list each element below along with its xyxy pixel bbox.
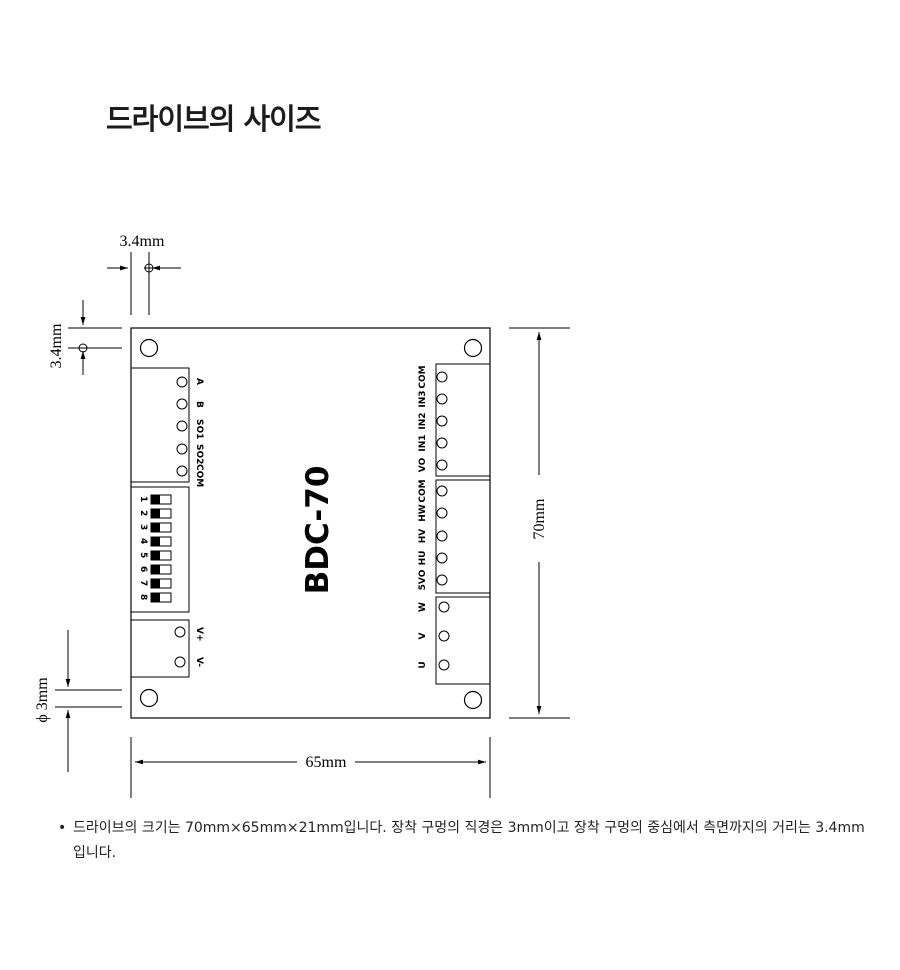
- drive-dimension-diagram: A B SO1 SO2 COM 1 2 3 4 5 6 7 8: [34, 233, 570, 798]
- svg-text:V: V: [418, 632, 428, 639]
- svg-text:U: U: [418, 661, 428, 668]
- mount-hole-bottom-left: [139, 688, 159, 708]
- svg-text:4: 4: [138, 538, 148, 544]
- svg-text:HV: HV: [418, 529, 428, 544]
- model-name: BDC-70: [300, 466, 336, 595]
- svg-text:HW: HW: [418, 504, 428, 522]
- right-terminal-2-pins: [436, 485, 448, 586]
- dim-height: [509, 327, 570, 719]
- mount-hole-top-left: [139, 338, 159, 358]
- dim-width: [130, 737, 491, 798]
- dim-hole-diameter: [55, 630, 122, 772]
- dim-width-label: 65mm: [306, 754, 347, 771]
- right-terminal-3-pins: [438, 601, 450, 671]
- dim-height-label: 70mm: [531, 498, 548, 539]
- right-terminal-3-labels: W V U: [418, 602, 428, 669]
- svg-text:5VO: 5VO: [418, 569, 428, 590]
- dim-hole-offset-top-label: 3.4mm: [120, 233, 165, 250]
- right-terminal-block-1: [435, 363, 491, 477]
- svg-text:V+: V+: [194, 627, 204, 642]
- note-item: 드라이브의 크기는 70mm×65mm×21mm입니다. 장착 구멍의 직경은 …: [58, 816, 868, 866]
- dip-switch-block: [130, 486, 190, 613]
- dim-hole-diameter-label: ϕ 3mm: [34, 677, 51, 723]
- dim-hole-offset-top: [107, 252, 181, 315]
- svg-text:COM: COM: [418, 365, 428, 388]
- svg-text:2: 2: [138, 510, 148, 516]
- left-terminal-block-2: [130, 619, 190, 678]
- svg-text:3: 3: [138, 524, 148, 530]
- notes-list: 드라이브의 크기는 70mm×65mm×21mm입니다. 장착 구멍의 직경은 …: [58, 816, 868, 866]
- svg-text:1: 1: [138, 496, 148, 502]
- dim-hole-offset-left-label: 3.4mm: [48, 323, 65, 368]
- svg-text:5: 5: [138, 552, 148, 558]
- right-terminal-block-3: [435, 596, 491, 685]
- svg-text:8: 8: [138, 594, 148, 600]
- dim-hole-offset-left: [68, 300, 122, 375]
- page-title: 드라이브의 사이즈: [106, 102, 322, 136]
- svg-text:IN2: IN2: [418, 412, 428, 429]
- svg-text:COM: COM: [418, 479, 428, 502]
- left-terminal-2-labels: V+ V-: [194, 627, 204, 667]
- svg-text:6: 6: [138, 566, 148, 572]
- svg-text:HU: HU: [418, 551, 428, 566]
- svg-text:VO: VO: [418, 457, 428, 472]
- left-terminal-1-label: A B SO1 SO2 COM: [194, 378, 204, 487]
- left-terminal-2-pins: [174, 626, 186, 668]
- svg-text:IN3: IN3: [418, 390, 428, 407]
- svg-text:IN1: IN1: [418, 434, 428, 451]
- left-terminal-1-pins: [176, 376, 188, 477]
- right-terminal-2-labels: COM HW HV HU 5VO: [418, 479, 428, 590]
- dip-switch-numbers: 1 2 3 4 5 6 7 8: [138, 496, 148, 600]
- left-terminal-block-1: [130, 367, 190, 483]
- svg-text:7: 7: [138, 580, 148, 586]
- svg-text:V-: V-: [194, 657, 204, 667]
- right-terminal-1-labels: COM IN3 IN2 IN1 VO: [418, 365, 428, 472]
- dip-switch-knobs: [151, 495, 160, 602]
- mount-hole-bottom-right: [463, 690, 483, 710]
- mount-hole-top-right: [463, 338, 483, 358]
- right-terminal-block-2: [435, 479, 491, 594]
- right-terminal-1-pins: [436, 371, 448, 471]
- svg-text:W: W: [418, 602, 428, 612]
